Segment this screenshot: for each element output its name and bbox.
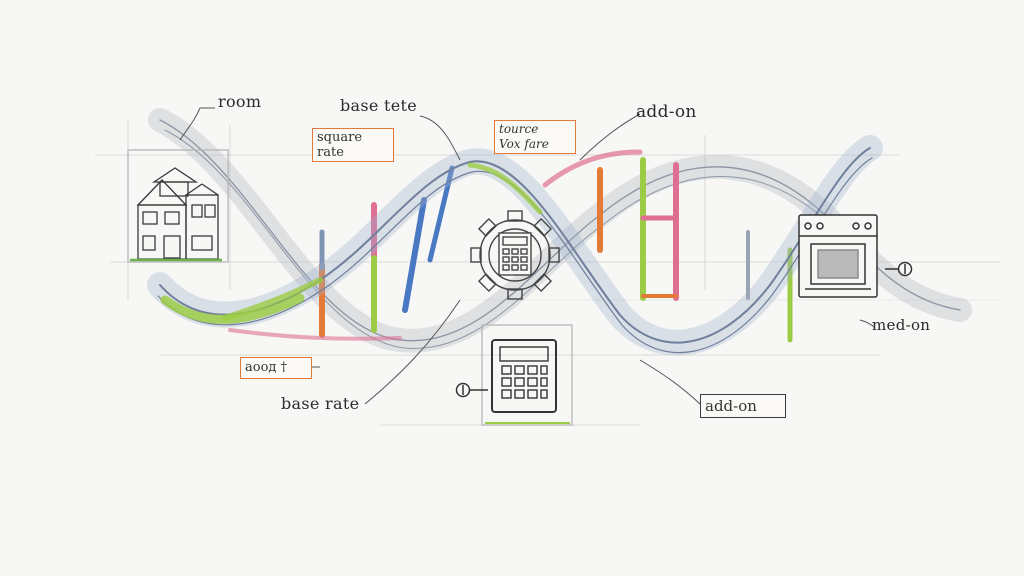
house-icon [127,149,229,263]
label-base-rate-top: base tete [340,96,418,115]
square-rate-line-2: rate [317,145,344,160]
square-rate-box: square rate [312,128,394,162]
label-base-rate-bottom: base rate [281,394,360,413]
source-box-line-2: Vox fare [499,137,549,151]
helix-strand-front [147,135,883,356]
label-med-on: med-on [872,316,931,334]
add-on-bottom-box: add-on [700,394,786,418]
left-box: aooд † [240,357,312,379]
source-box-line-1: tource [499,122,539,136]
label-add-on-top: add-on [636,102,697,122]
helix-rungs [319,157,793,343]
label-room: room [218,92,262,111]
square-rate-line-1: square [317,130,363,145]
oven-icon [798,214,878,298]
source-box: tource Vox fare [494,120,576,154]
gear-calculator-icon [470,210,560,300]
pin-marker-icons [455,261,913,398]
calculator-icon [481,324,573,426]
